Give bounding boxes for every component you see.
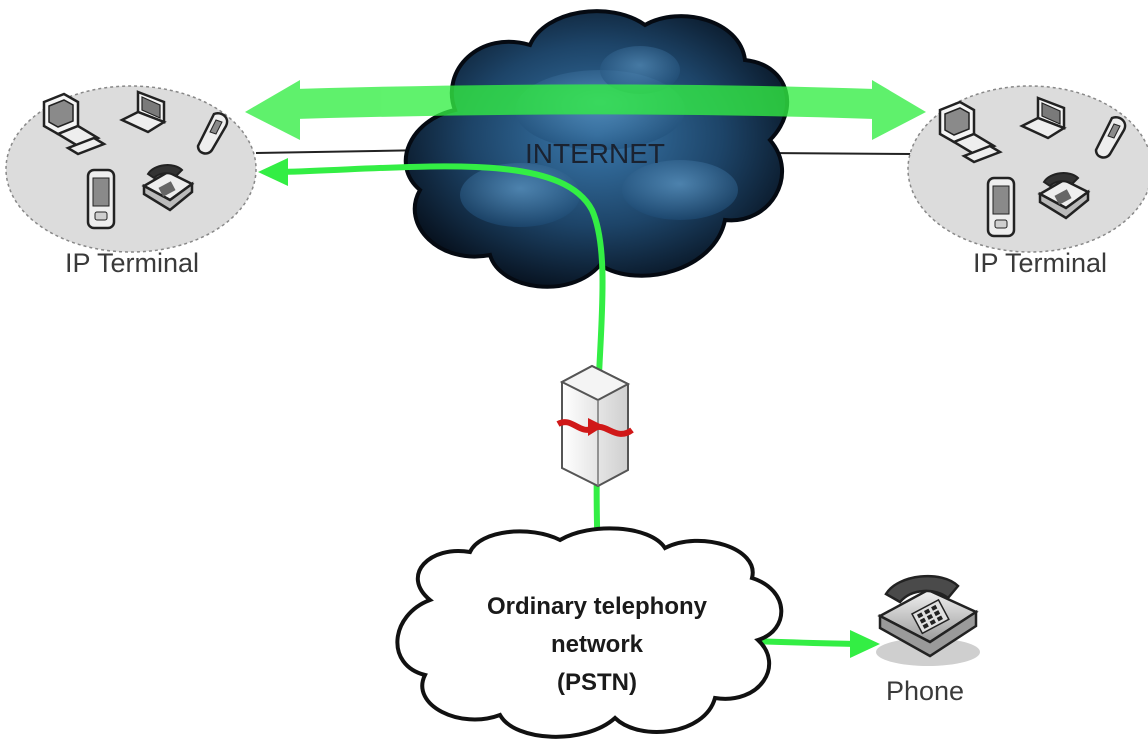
pstn-label-line-1: Ordinary telephony [487,593,708,620]
phone-label: Phone [886,676,964,706]
mobile-phone-icon [196,112,229,155]
desktop-computer-icon [42,92,107,156]
phone-icon [876,574,980,666]
right-link-line [764,152,913,155]
left-ip-terminal-group [5,85,257,253]
desk-phone-icon [141,164,195,212]
gateway-server-icon [556,364,634,488]
laptop-icon [119,90,167,134]
desk-phone-icon [1037,172,1091,220]
pstn-cloud: Ordinary telephony network (PSTN) [395,526,784,739]
internet-label: INTERNET [525,138,665,169]
pda-icon [986,176,1016,238]
left-ip-terminal-label: IP Terminal [65,248,199,278]
internet-cloud: INTERNET [403,9,790,289]
pda-icon [86,168,116,230]
pstn-label-line-2: network [551,631,644,658]
right-ip-terminal-group [907,85,1148,253]
pstn-label-line-3: (PSTN) [557,669,637,696]
mobile-phone-icon [1094,116,1127,159]
right-ip-terminal-label: IP Terminal [973,248,1107,278]
desktop-computer-icon [938,100,1003,164]
ip-to-ip-flow-arrow [245,80,926,140]
left-link-line [255,149,431,154]
laptop-icon [1019,96,1067,140]
